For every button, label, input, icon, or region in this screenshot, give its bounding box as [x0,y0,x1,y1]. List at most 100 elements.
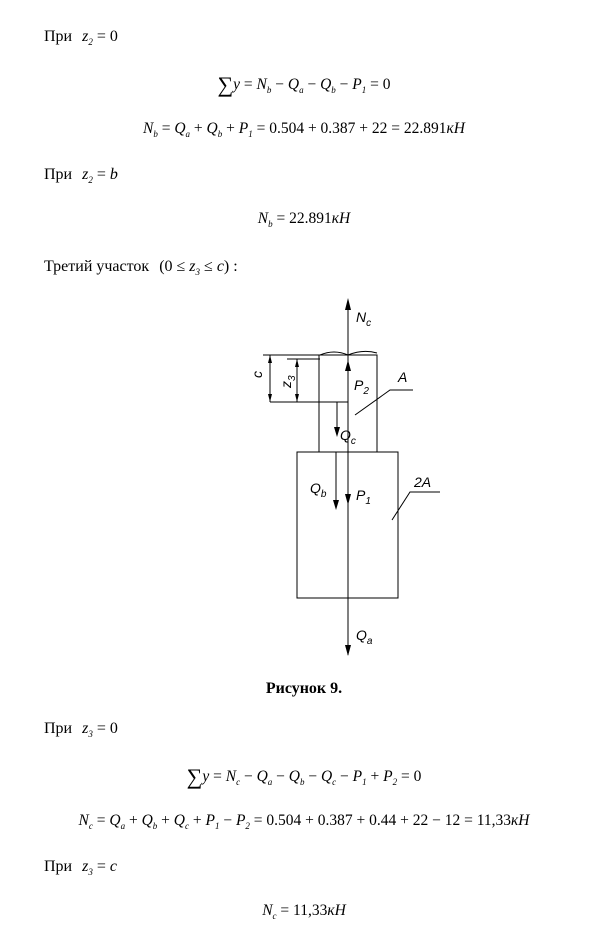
math-text: + [222,120,239,137]
math-subscript: 2 [245,821,250,831]
math-text: + [188,812,206,829]
math-text: − [336,768,353,785]
leader-2a [391,491,440,521]
math-variable: b [109,166,118,183]
case-z2-0: При z2 = 0 [44,28,118,47]
math-variable: Q [174,120,186,137]
math-variable: z [189,258,196,275]
math-variable: Q [109,812,121,829]
math-variable: N [142,120,154,137]
math-variable: N [78,812,89,829]
line-prefix: При [44,166,77,183]
math-text: + [157,812,174,829]
math-variable: P [352,768,363,785]
math-subscript: b [266,85,272,95]
math-text: − [219,812,236,829]
math-text: = [157,120,175,137]
math-variable: Q [206,120,218,137]
math-subscript: 3 [88,729,93,739]
math-text: − [303,76,321,93]
nb-calculation: Nb = Qa + Qb + P1 = 0.504 + 0.387 + 22 =… [0,120,608,139]
section-3-heading: Третий участок (0 ≤ z3 ≤ c) : [44,258,238,277]
case-z3-0: При z3 = 0 [44,720,118,739]
math-subscript: 2 [88,175,93,185]
math-subscript: b [153,129,158,139]
label-qb: Qb [310,480,327,500]
math-text: = 0 [366,76,391,93]
math-variable: z [82,720,89,737]
math-text: = 0.504 + 0.387 + 22 = 22.891 [252,120,447,137]
math-variable: N [262,902,273,919]
math-text: = 0.504 + 0.387 + 0.44 + 22 − 12 = 11,33 [249,812,512,829]
case-z2-b: При z2 = b [44,166,118,185]
math-subscript: a [267,777,273,787]
line-prefix: При [44,28,77,45]
math-variable: N [256,76,267,93]
math-subscript: a [299,85,304,95]
label-qa: Qa [356,627,373,647]
leader-a [354,389,413,416]
label-nc: Nc [356,309,371,329]
math-subscript: 3 [195,267,201,277]
math-variable: y [233,76,241,93]
math-subscript: 3 [88,867,93,877]
math-text: + [190,120,207,137]
math-text: ≤ [200,258,217,275]
math-variable: P [235,812,246,829]
math-subscript: b [299,777,305,787]
math-variable: y [202,768,210,785]
math-text: = 22.891 [272,210,332,227]
line-prefix: При [44,720,77,737]
math-subscript: c [272,911,277,921]
math-text: = 11,33 [276,902,328,919]
math-variable: z [82,28,89,45]
p1-arrowhead [345,494,351,505]
math-variable: P [352,76,362,93]
sum-y-equation-2: ∑y = Nc − Qa − Qb − Qc − P1 + P2 = 0 [0,764,608,790]
label-p2: P2 [354,377,369,397]
math-subscript: c [332,777,337,787]
math-variable: P [383,768,393,785]
nc-arrowhead [345,298,351,310]
math-subscript: c [184,821,189,831]
math-text: − [272,768,289,785]
math-subscript: 1 [248,129,253,139]
label-2a: 2A [413,474,431,490]
math-text: − [240,768,257,785]
math-subscript: 1 [214,821,220,831]
math-subscript: 1 [361,85,367,95]
qa-arrowhead [345,645,351,656]
label-p1: P1 [356,487,371,507]
math-variable: Q [287,76,300,93]
math-variable: кН [511,812,530,829]
math-variable: z [82,166,89,183]
nc-result: Nc = 11,33кН [0,902,608,921]
math-text: − [304,768,321,785]
nb-result: Nb = 22.891кН [0,210,608,229]
math-subscript: c [88,821,93,831]
sum-symbol: ∑ [186,764,203,789]
math-variable: кН [446,120,465,137]
math-variable: Q [320,768,333,785]
math-text: = [240,76,257,93]
sum-symbol: ∑ [217,72,234,97]
math-variable: кН [331,210,351,227]
math-text: = 0 [92,720,118,737]
math-text: = [92,812,110,829]
math-variable: кН [327,902,346,919]
math-variable: Q [288,768,300,785]
math-text: (0 ≤ [159,258,190,275]
nc-calculation: Nc = Qa + Qb + Qc + P1 − P2 = 0.504 + 0.… [0,812,608,831]
line-prefix: Третий участок [44,258,154,275]
math-variable: P [238,120,249,137]
p2-arrowhead [345,360,351,371]
math-text: − [271,76,288,93]
math-variable: c [109,858,117,875]
math-subscript: 2 [392,777,398,787]
math-subscript: b [152,821,158,831]
math-variable: c [216,258,224,275]
math-text: = 0 [397,768,422,785]
math-subscript: c [236,777,241,787]
